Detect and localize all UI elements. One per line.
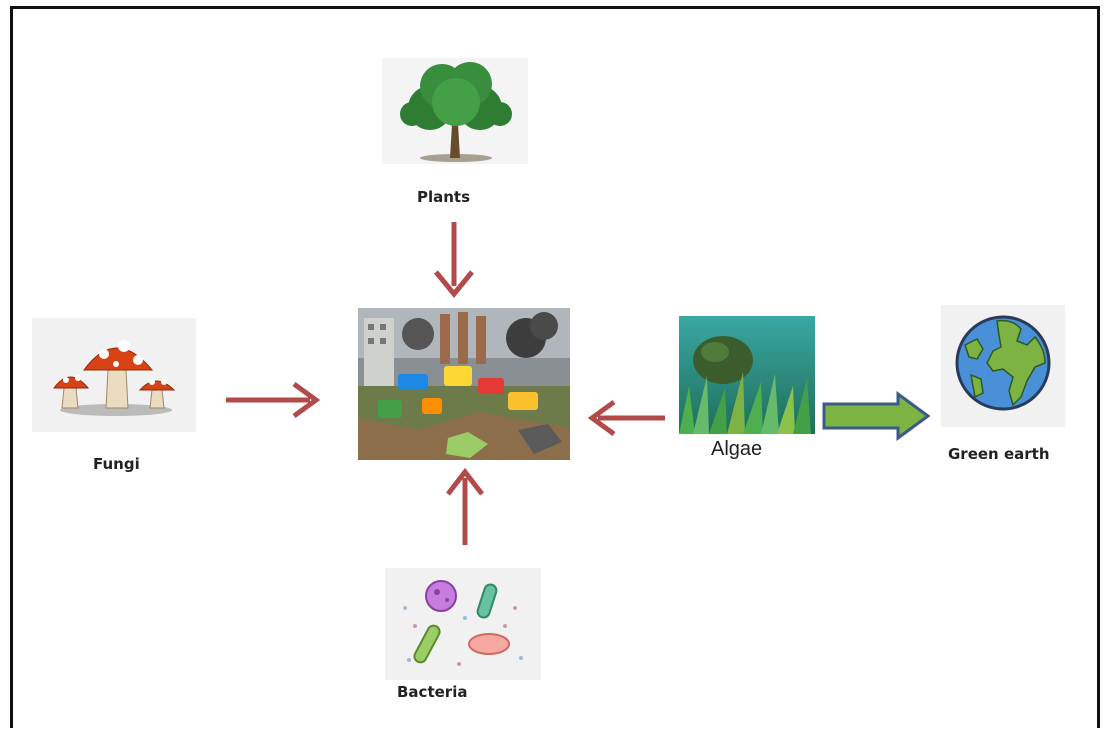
arrow-bacteria-to-center: [446, 467, 484, 545]
arrow-algae-to-earth: [822, 391, 931, 441]
algae-label: Algae: [711, 438, 763, 460]
tree-icon: [382, 58, 528, 164]
algae-node: [679, 316, 815, 434]
bacteria-label: Bacteria: [397, 683, 468, 701]
fungi-label: Fungi: [93, 455, 140, 473]
mushroom-icon: [32, 318, 196, 432]
center-node: [358, 308, 570, 460]
earth-node: [941, 305, 1065, 427]
polluted-environment-icon: [358, 308, 570, 460]
seaweed-icon: [679, 316, 815, 434]
plants-node: [382, 58, 528, 164]
arrow-fungi-to-center: [226, 381, 321, 419]
fungi-node: [32, 318, 196, 432]
globe-icon: [941, 305, 1065, 427]
bacteria-node: [385, 568, 541, 680]
arrow-plants-to-center: [434, 222, 474, 298]
earth-label: Green earth: [948, 445, 1050, 463]
arrow-algae-to-center: [587, 399, 665, 437]
bacteria-icon: [385, 568, 541, 680]
plants-label: Plants: [417, 188, 471, 206]
